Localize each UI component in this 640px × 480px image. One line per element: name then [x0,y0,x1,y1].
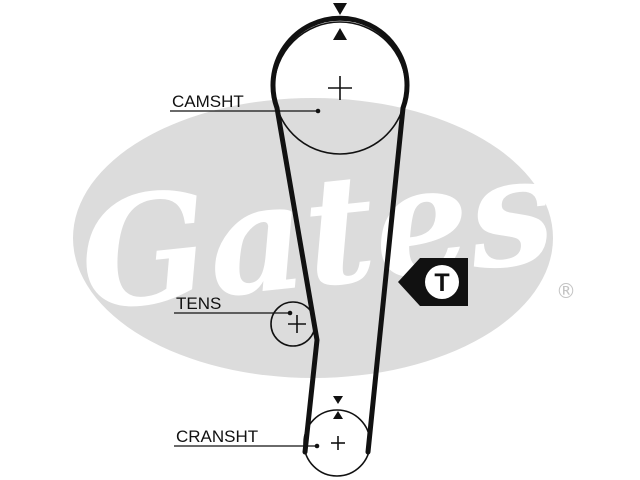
tension-marker-circle [425,265,459,299]
triangle-up-icon [333,28,347,40]
tension-pointer-icon: T [398,258,468,306]
camshaft-leader [170,108,321,114]
watermark-registered-mark: ® [556,279,576,303]
crankshaft-leader [174,443,320,449]
triangle-down-icon [333,396,343,404]
triangle-down-icon [333,3,347,15]
plus-icon [288,315,306,333]
timing-belt [270,15,410,455]
tension-marker-letter: T [434,269,449,297]
crankshaft-label: CRANSHT [176,427,258,446]
tensioner-label: TENS [176,294,221,313]
plus-icon [328,76,352,100]
watermark-ellipse [73,98,553,378]
triangle-up-icon [333,411,343,419]
camshaft-label: CAMSHT [172,92,244,111]
gates-watermark-logo: Gates ® [72,98,576,378]
tensioner-leader [174,310,293,316]
plus-icon [331,436,345,450]
